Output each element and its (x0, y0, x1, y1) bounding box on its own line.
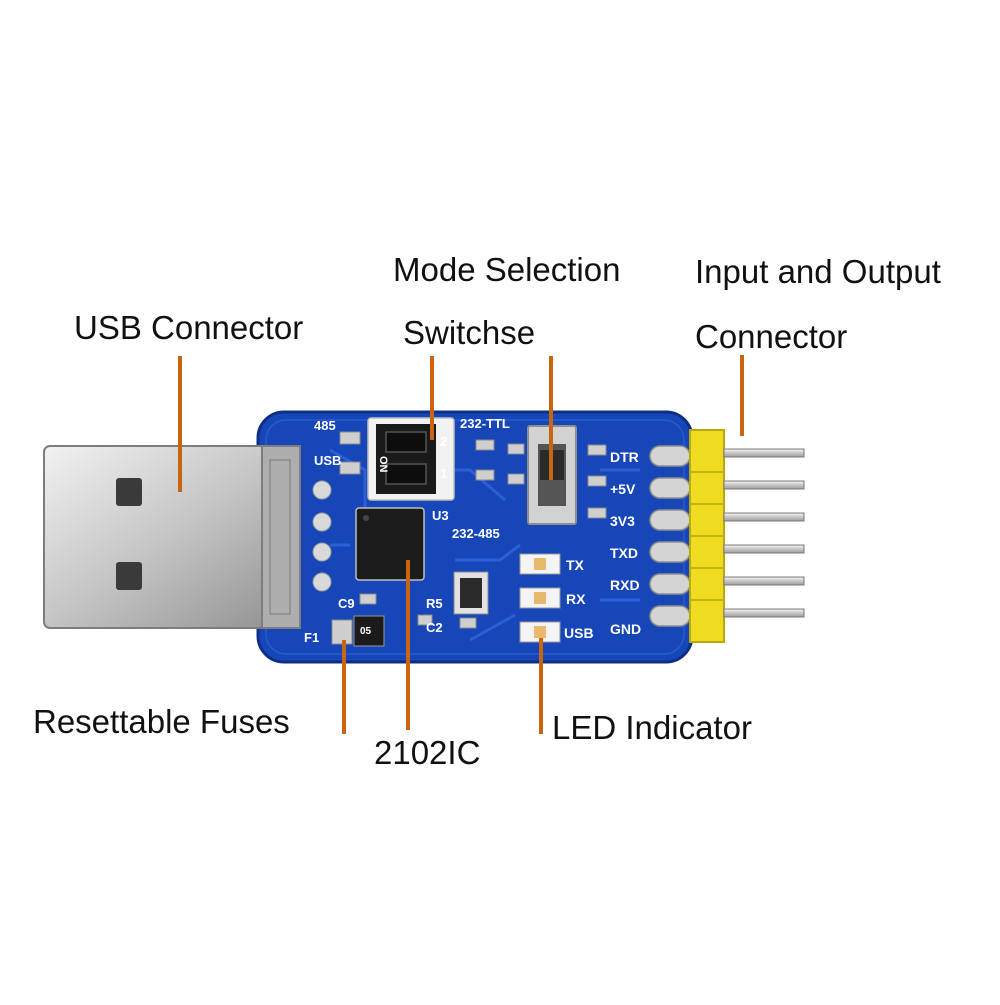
silk-led-tx: TX (566, 557, 585, 573)
dip-on-label: ON (377, 456, 389, 473)
silk-usb-mode: USB (314, 453, 341, 468)
silk-led-rx: RX (566, 591, 586, 607)
silk-pin-dtr: DTR (610, 449, 639, 465)
usb-plug-rib (269, 459, 291, 615)
usb-plug-hole-top (116, 478, 142, 506)
dip-lever-2 (385, 431, 427, 453)
usb-plug-collar (261, 445, 301, 629)
dip-lever-1 (385, 463, 427, 485)
dip-switch: ON 2 1 (367, 417, 455, 501)
usb-solder-pads (312, 480, 332, 592)
label-io-line2: Connector (695, 318, 848, 355)
led-group (519, 553, 561, 643)
label-resettable-fuses: Resettable Fuses (33, 703, 290, 740)
usb-plug (43, 445, 301, 629)
header-pins (723, 448, 805, 618)
label-led-indicator: LED Indicator (552, 709, 752, 746)
resettable-fuse: 05 (331, 615, 385, 647)
label-mode-selection-line2: Switchse (403, 314, 536, 351)
silk-pin-rxd: RXD (610, 577, 640, 593)
label-usb-connector: USB Connector (74, 309, 304, 346)
leader-lines (178, 355, 744, 734)
silk-485: 485 (314, 418, 336, 433)
dip-1-label: 1 (440, 466, 447, 481)
usb-plug-hole-bottom (116, 562, 142, 590)
dip-2-label: 2 (440, 434, 447, 449)
silk-r5: R5 (426, 596, 443, 611)
silk-pin-5v: +5V (610, 481, 636, 497)
smd-components (339, 431, 607, 629)
silk-c9: C9 (338, 596, 355, 611)
silk-u3: U3 (432, 508, 449, 523)
label-io-line1: Input and Output (695, 253, 941, 290)
label-ic: 2102IC (374, 734, 481, 771)
label-mode-selection-line1: Mode Selection (393, 251, 621, 288)
fuse-code-label: 05 (360, 626, 372, 637)
silk-232-485: 232-485 (452, 526, 500, 541)
silk-c2: C2 (426, 620, 443, 635)
silk-232-ttl: 232-TTL (460, 416, 510, 431)
pin-header (689, 429, 725, 643)
silk-led-usb: USB (564, 625, 594, 641)
silk-pin-gnd: GND (610, 621, 641, 637)
silk-pin-3v3: 3V3 (610, 513, 635, 529)
ic-pin1-mark (363, 515, 369, 521)
silk-pin-txd: TXD (610, 545, 638, 561)
silk-f1: F1 (304, 630, 319, 645)
cp2102-ic (355, 507, 425, 581)
resistor-network (453, 571, 489, 615)
